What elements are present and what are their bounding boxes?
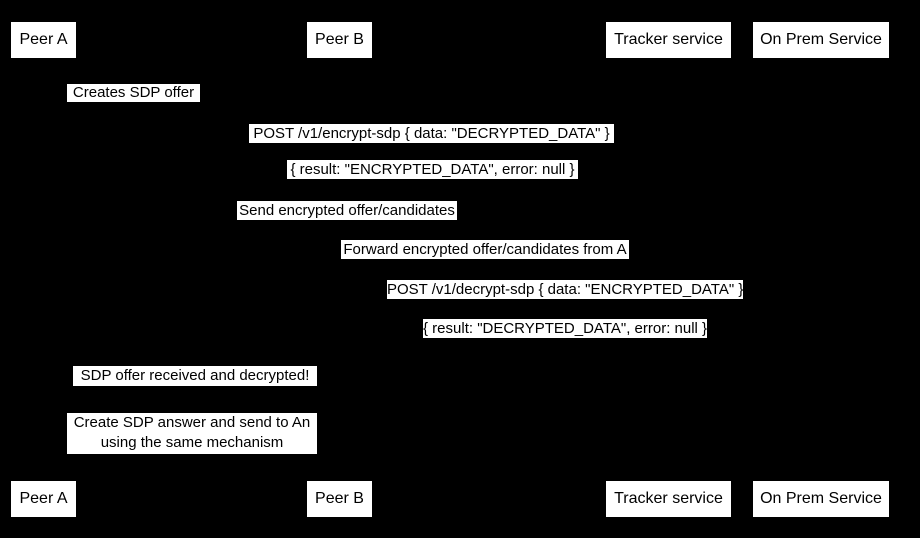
message-encrypt-result: { result: "ENCRYPTED_DATA", error: null …: [287, 160, 578, 179]
participant-peer-a-bottom: Peer A: [11, 481, 76, 517]
message-forward-encrypted-offer: Forward encrypted offer/candidates from …: [341, 240, 629, 259]
note-create-sdp-answer: Create SDP answer and send to An using t…: [67, 413, 317, 454]
message-decrypt-result: { result: "DECRYPTED_DATA", error: null …: [423, 319, 708, 338]
message-post-encrypt-sdp: POST /v1/encrypt-sdp { data: "DECRYPTED_…: [249, 124, 614, 143]
participant-on-prem-service-bottom: On Prem Service: [753, 481, 889, 517]
message-post-decrypt-sdp: POST /v1/decrypt-sdp { data: "ENCRYPTED_…: [387, 280, 744, 299]
participant-peer-b-bottom: Peer B: [307, 481, 372, 517]
message-creates-sdp-offer: Creates SDP offer: [67, 84, 200, 102]
participant-peer-a-top: Peer A: [11, 22, 76, 58]
participant-peer-b-top: Peer B: [307, 22, 372, 58]
message-send-encrypted-offer: Send encrypted offer/candidates: [237, 201, 457, 220]
participant-tracker-service-top: Tracker service: [606, 22, 731, 58]
participant-tracker-service-bottom: Tracker service: [606, 481, 731, 517]
participant-on-prem-service-top: On Prem Service: [753, 22, 889, 58]
message-sdp-offer-received: SDP offer received and decrypted!: [73, 366, 317, 386]
